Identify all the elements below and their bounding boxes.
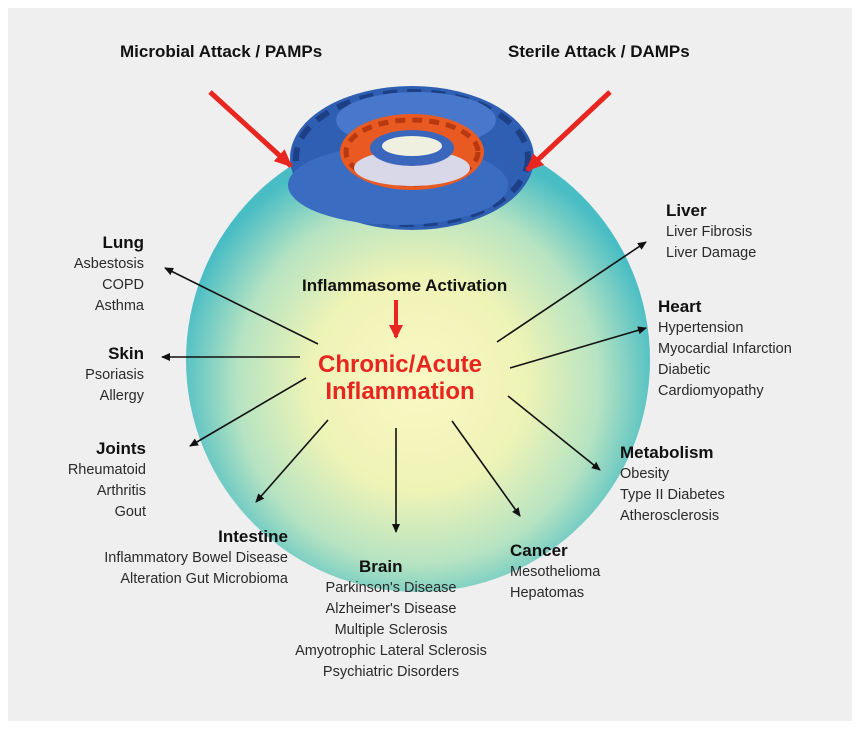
organ-group-skin: Skin Psoriasis Allergy <box>28 343 144 407</box>
liver-item: Liver Fibrosis <box>666 224 753 240</box>
arrow-heart <box>509 326 647 369</box>
metabolism-item: Type II Diabetes <box>620 487 725 503</box>
organ-group-joints: Joints Rheumatoid Arthritis Gout <box>28 438 146 523</box>
joints-item: Rheumatoid <box>67 462 146 478</box>
sterile-arrow <box>525 90 612 172</box>
arrow-intestine <box>255 419 329 503</box>
skin-title: Skin <box>108 344 144 363</box>
heart-title: Heart <box>658 297 702 316</box>
arrow-lung <box>164 267 319 345</box>
brain-item: Psychiatric Disorders <box>322 664 460 680</box>
liver-item: Liver Damage <box>666 245 757 261</box>
organ-group-brain: Brain Parkinson's Disease Alzheimer's Di… <box>256 556 526 683</box>
brain-item: Multiple Sclerosis <box>334 622 448 638</box>
arrow-liver <box>496 241 647 343</box>
metabolism-title: Metabolism <box>620 443 714 462</box>
inflammation-sphere <box>186 128 650 592</box>
brain-item: Alzheimer's Disease <box>325 601 457 617</box>
intestine-item: Inflammatory Bowel Disease <box>104 550 288 566</box>
arrow-joints <box>189 377 307 447</box>
skin-item: Allergy <box>99 388 144 404</box>
organ-group-heart: Heart Hypertension Myocardial Infarction… <box>658 296 838 402</box>
lung-title: Lung <box>102 233 144 252</box>
organ-group-metabolism: Metabolism Obesity Type II Diabetes Athe… <box>620 442 780 527</box>
cancer-item: Hepatomas <box>510 585 585 601</box>
intestine-item: Alteration Gut Microbioma <box>120 571 288 587</box>
sterile-attack-title: Sterile Attack / DAMPs <box>508 42 690 61</box>
brain-title: Brain <box>359 557 403 576</box>
microbial-attack-title: Microbial Attack / PAMPs <box>120 42 323 61</box>
joints-item: Arthritis <box>96 483 146 499</box>
inflammation-line-1: Chronic/Acute <box>317 351 482 378</box>
heart-item: Myocardial Infarction <box>658 341 792 357</box>
intestine-title: Intestine <box>218 527 288 546</box>
organ-group-lung: Lung Asbestosis COPD Asthma <box>28 232 144 317</box>
inflammation-line-2: Inflammation <box>325 378 475 405</box>
microbial-arrow <box>208 90 293 168</box>
joints-item: Gout <box>114 504 146 520</box>
cancer-title: Cancer <box>510 541 568 560</box>
arrow-metabolism <box>507 395 601 471</box>
heart-item: Hypertension <box>658 320 744 336</box>
skin-item: Psoriasis <box>85 367 144 383</box>
organ-group-intestine: Intestine Inflammatory Bowel Disease Alt… <box>40 526 288 590</box>
brain-item: Parkinson's Disease <box>325 580 457 596</box>
lung-item: COPD <box>102 277 144 293</box>
heart-item: Diabetic <box>658 362 711 378</box>
brain-item: Amyotrophic Lateral Sclerosis <box>295 643 487 659</box>
lung-item: Asthma <box>94 298 144 314</box>
heart-item: Cardiomyopathy <box>658 383 764 399</box>
inflammasome-complex-icon <box>288 86 534 230</box>
organ-group-cancer: Cancer Mesothelioma Hepatomas <box>510 540 650 604</box>
cancer-item: Mesothelioma <box>510 564 601 580</box>
metabolism-item: Atherosclerosis <box>620 508 720 524</box>
arrow-cancer <box>451 420 521 517</box>
outcome-arrows <box>161 241 647 533</box>
inflammasome-activation-label: Inflammasome Activation <box>302 276 508 295</box>
metabolism-item: Obesity <box>620 466 670 482</box>
joints-title: Joints <box>95 439 146 458</box>
lung-item: Asbestosis <box>73 256 144 272</box>
organ-group-liver: Liver Liver Fibrosis Liver Damage <box>666 200 816 264</box>
liver-title: Liver <box>666 201 707 220</box>
chronic-acute-inflammation-label: Chronic/Acute Inflammation <box>300 351 500 405</box>
